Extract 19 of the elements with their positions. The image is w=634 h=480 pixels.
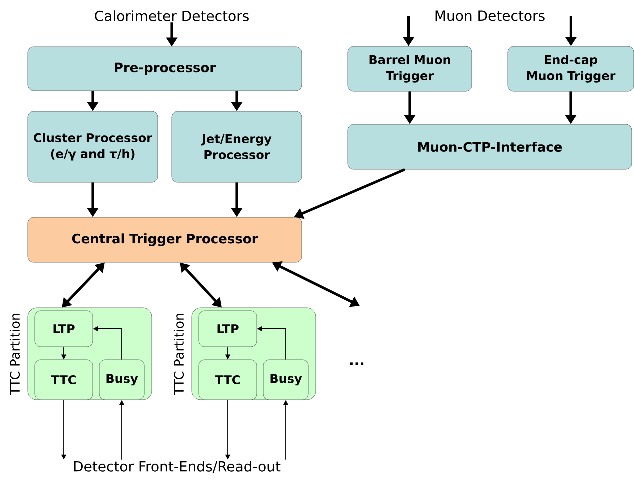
- text-label: Muon Detectors: [436, 10, 545, 22]
- process-box: End-cap Muon Trigger: [508, 46, 634, 92]
- process-box: Central Trigger Processor: [28, 217, 302, 263]
- process-box: Busy: [99, 360, 145, 400]
- process-box: LTP: [34, 310, 94, 348]
- process-box: Muon-CTP-Interface: [348, 124, 632, 170]
- node-label: TTC Partition: [174, 314, 184, 396]
- process-box: TTC: [198, 360, 258, 400]
- process-box: Busy: [263, 360, 309, 400]
- text-label: Detector Front-Ends/Read-out: [74, 461, 281, 473]
- process-box: Cluster Processor (e/γ and τ/h): [28, 111, 158, 183]
- process-box: TTC: [34, 360, 94, 400]
- text-label: Calorimeter Detectors: [95, 10, 249, 22]
- process-box: Barrel Muon Trigger: [348, 46, 472, 92]
- process-box: LTP: [198, 310, 258, 348]
- process-box: Pre-processor: [28, 46, 302, 92]
- node-label: TTC Partition: [10, 314, 20, 396]
- ellipsis: ...: [350, 362, 364, 366]
- process-box: Jet/Energy Processor: [172, 111, 302, 183]
